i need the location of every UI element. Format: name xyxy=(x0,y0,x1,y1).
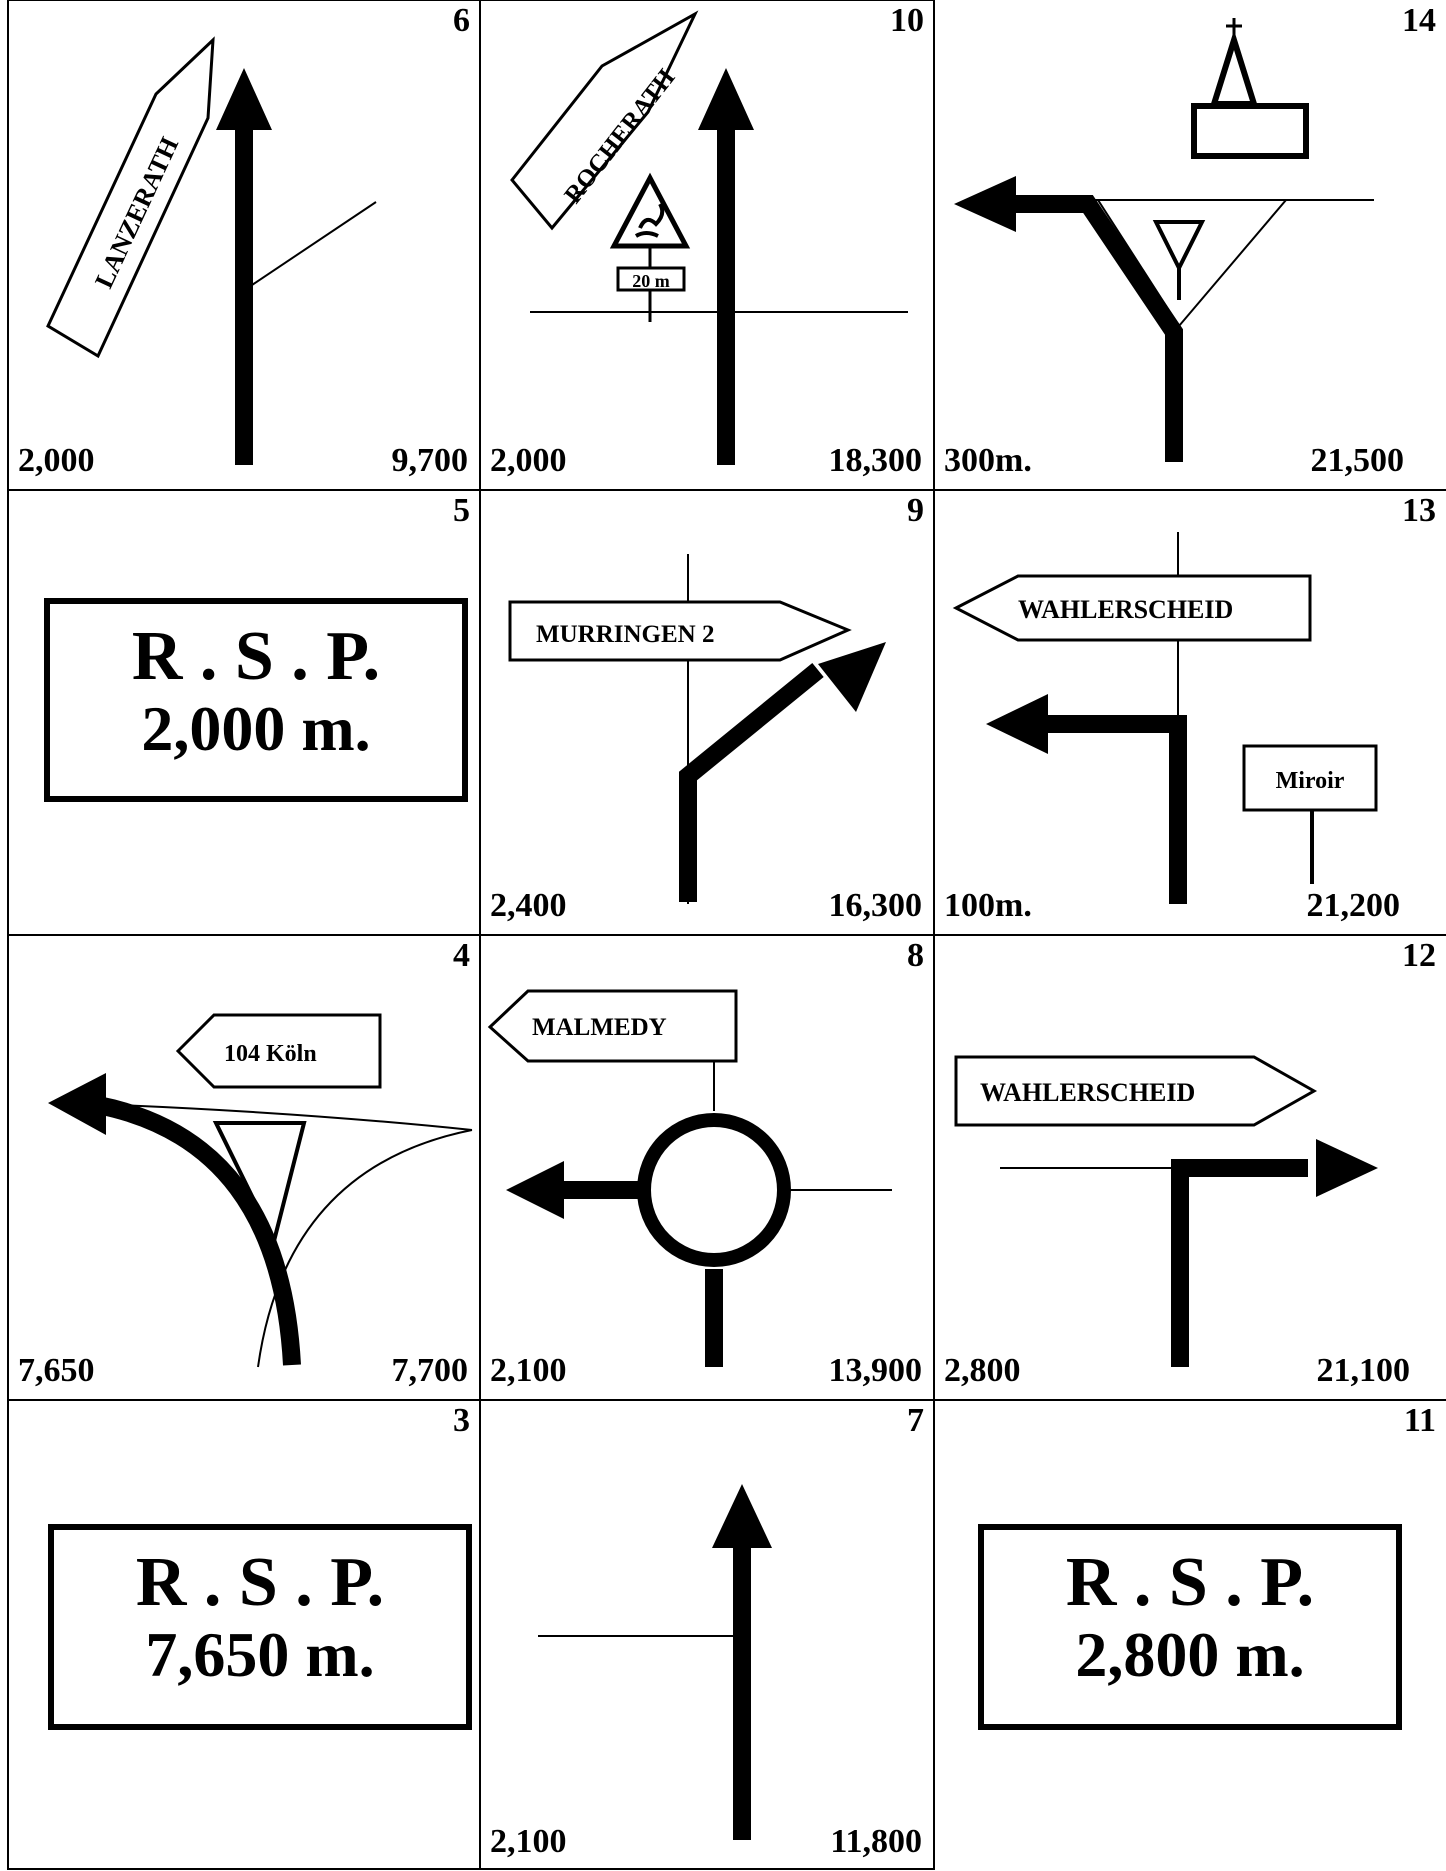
start-distance: 2,000 xyxy=(490,442,567,479)
cell-13: WAHLERSCHEID Miroir 13 100m. 21,200 xyxy=(934,490,1446,935)
cell-6-diagram: LANZERATH xyxy=(46,36,377,465)
cumulative-distance: 16,300 xyxy=(828,887,923,924)
start-distance: 2,800 xyxy=(944,1352,1021,1389)
cell-10-diagram: ROCHERATH 20 m xyxy=(510,10,908,465)
cell-9-diagram: MURRINGEN 2 xyxy=(508,554,886,904)
cell-11: 11 R . S . P. 2,800 m. xyxy=(934,1400,1446,1871)
start-distance: 2,000 xyxy=(18,442,95,479)
cell-5: 5 R . S . P. 2,000 m. xyxy=(8,490,480,935)
cell-number: 5 xyxy=(453,492,470,529)
start-distance: 2,400 xyxy=(490,887,567,924)
cell-7-diagram xyxy=(538,1484,772,1840)
cell-number: 6 xyxy=(453,2,470,39)
cell-number: 10 xyxy=(890,2,924,39)
cumulative-distance: 18,300 xyxy=(828,442,923,479)
cell-3: 3 R . S . P. 7,650 m. xyxy=(8,1400,480,1871)
svg-text:Miroir: Miroir xyxy=(1276,768,1345,794)
cell-14-diagram xyxy=(954,18,1374,462)
cell-number: 9 xyxy=(907,492,924,529)
rsp-distance: 2,000 m. xyxy=(141,693,371,764)
cell-7: 7 2,100 11,800 xyxy=(480,1400,934,1871)
cell-14: 14 300m. 21,500 xyxy=(934,0,1446,490)
church-icon xyxy=(1191,18,1309,159)
start-distance: 7,650 xyxy=(18,1352,95,1389)
start-distance: 2,100 xyxy=(490,1823,567,1860)
cumulative-distance: 9,700 xyxy=(391,442,469,479)
rsp-distance: 2,800 m. xyxy=(1075,1619,1305,1690)
svg-text:MURRINGEN 2: MURRINGEN 2 xyxy=(536,621,714,648)
cell-number: 4 xyxy=(453,937,470,974)
cell-12-diagram: WAHLERSCHEID xyxy=(954,1055,1378,1367)
cumulative-distance: 13,900 xyxy=(828,1352,923,1389)
cell-13-diagram: WAHLERSCHEID Miroir xyxy=(952,532,1378,904)
rsp-label: R . S . P. xyxy=(135,1544,385,1621)
rsp-label: R . S . P. xyxy=(1065,1544,1315,1621)
cell-number: 8 xyxy=(907,937,924,974)
start-distance: 2,100 xyxy=(490,1352,567,1389)
cell-9: MURRINGEN 2 9 2,400 16,300 xyxy=(480,490,934,935)
rsp-label: R . S . P. xyxy=(131,618,381,695)
rsp-box: R . S . P. 2,000 m. xyxy=(44,598,468,802)
cell-10: ROCHERATH 20 m 10 2,000 18,300 xyxy=(480,0,934,490)
cell-8-diagram: MALMEDY xyxy=(487,989,892,1367)
cell-12: WAHLERSCHEID 12 2,800 21,100 xyxy=(934,935,1446,1400)
cell-number: 12 xyxy=(1402,937,1436,974)
cell-6: LANZERATH 6 2,000 9,700 xyxy=(8,0,480,490)
rsp-box: R . S . P. 2,800 m. xyxy=(978,1524,1402,1730)
cumulative-distance: 21,200 xyxy=(1306,887,1401,924)
svg-text:MALMEDY: MALMEDY xyxy=(532,1014,667,1041)
cell-number: 13 xyxy=(1402,492,1436,529)
svg-text:20 m: 20 m xyxy=(632,271,670,291)
svg-text:WAHLERSCHEID: WAHLERSCHEID xyxy=(980,1078,1195,1107)
svg-text:WAHLERSCHEID: WAHLERSCHEID xyxy=(1018,595,1233,624)
cumulative-distance: 7,700 xyxy=(391,1352,469,1389)
rsp-distance: 7,650 m. xyxy=(145,1619,375,1690)
cumulative-distance: 11,800 xyxy=(830,1823,922,1860)
start-distance: 100m. xyxy=(944,887,1032,924)
start-distance: 300m. xyxy=(944,442,1032,479)
cell-4-diagram: 104 Köln xyxy=(48,1013,473,1368)
cell-number: 14 xyxy=(1402,2,1436,39)
rsp-box: R . S . P. 7,650 m. xyxy=(48,1524,472,1730)
cell-number: 11 xyxy=(1403,1402,1436,1439)
cumulative-distance: 21,100 xyxy=(1316,1352,1411,1389)
cumulative-distance: 21,500 xyxy=(1310,442,1405,479)
cell-number: 3 xyxy=(453,1402,470,1439)
cell-number: 7 xyxy=(907,1402,924,1439)
cell-8: MALMEDY 8 2,100 13,900 xyxy=(480,935,934,1400)
cell-4: 104 Köln 4 7,650 7,700 xyxy=(8,935,480,1400)
svg-text:104 Köln: 104 Köln xyxy=(224,1041,317,1067)
